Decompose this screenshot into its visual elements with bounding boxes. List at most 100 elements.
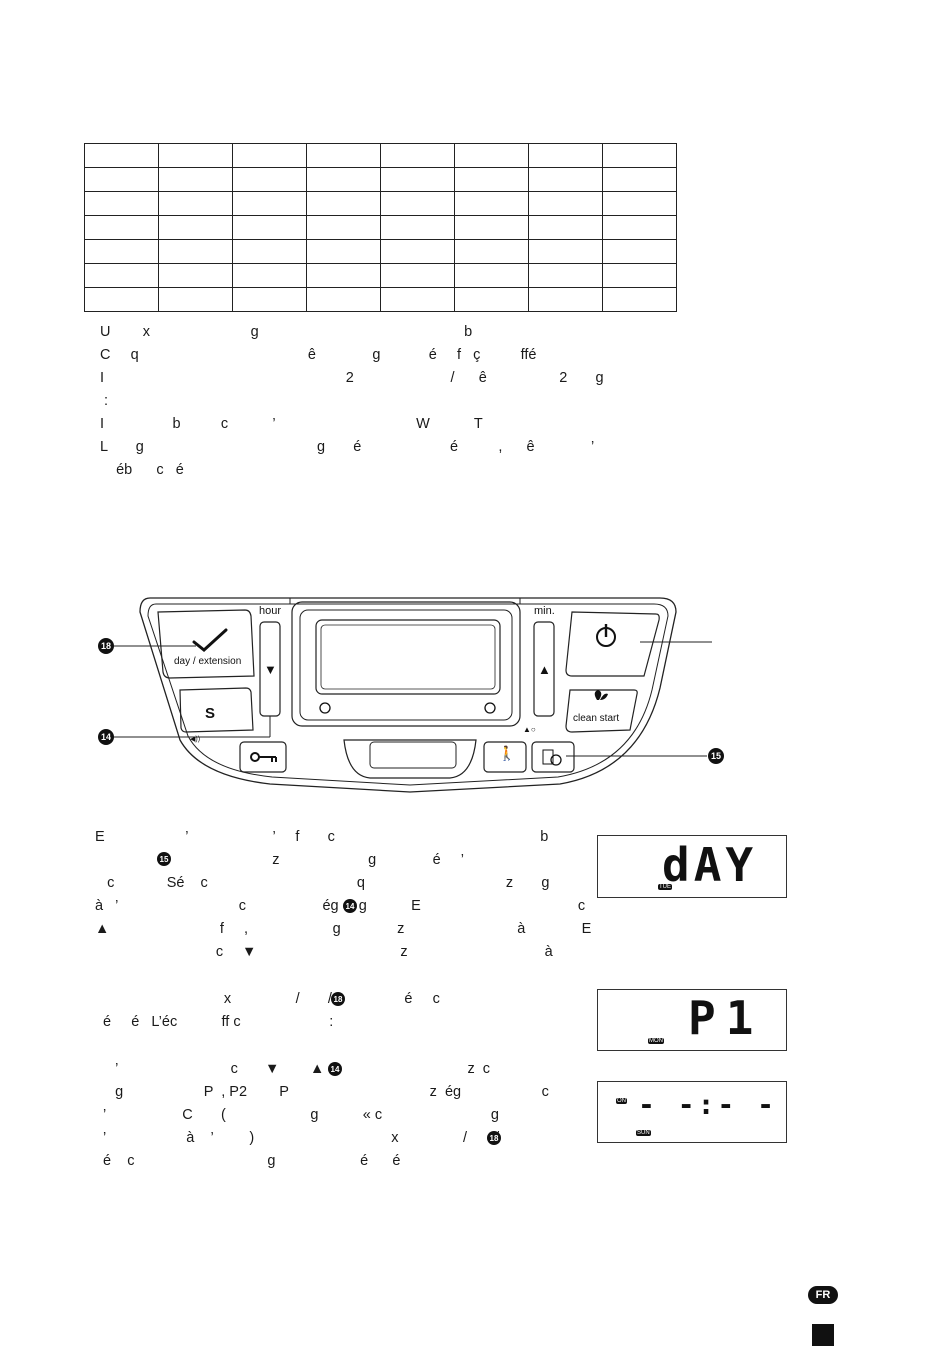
table-cell	[84, 287, 159, 312]
table-cell	[306, 143, 381, 168]
lcd-program-tag: MON	[648, 1038, 664, 1044]
section-4-line: é c g é é	[95, 1153, 401, 1169]
table-cell	[454, 287, 529, 312]
table-cell	[232, 167, 307, 192]
inline-badge-15: 15	[157, 852, 171, 866]
lcd-time-text: - -:- -	[638, 1088, 778, 1121]
lcd-display-time: - -:- - ON SUN	[597, 1081, 787, 1143]
lcd-day-tag: TUE	[658, 884, 672, 890]
table-row	[84, 215, 677, 240]
intro-line: I 2 / ê 2 g	[100, 370, 604, 386]
table-cell	[306, 215, 381, 240]
table-cell	[232, 191, 307, 216]
section-4-line: ’ à ’ ) x / /	[95, 1130, 500, 1146]
table-cell	[454, 143, 529, 168]
table-cell	[602, 263, 677, 288]
table-cell	[380, 191, 455, 216]
clean-start-label: clean start	[573, 713, 620, 724]
lcd-sun-tag: SUN	[636, 1130, 651, 1136]
table-cell	[232, 287, 307, 312]
language-badge: FR	[808, 1286, 838, 1304]
table-cell	[84, 143, 159, 168]
inline-badge-14: 14	[328, 1062, 342, 1076]
table-cell	[454, 191, 529, 216]
lcd-display-program: P1 MON	[597, 989, 787, 1051]
intro-line: L g g é é , ê ’	[100, 439, 595, 455]
table-cell	[380, 239, 455, 264]
section-2-line: f , g z à E	[95, 921, 592, 937]
table-cell	[380, 287, 455, 312]
table-cell	[528, 191, 603, 216]
control-panel-illustration: S hour min. day / extension clean start …	[0, 580, 950, 810]
table-row	[84, 167, 677, 192]
table-cell	[380, 215, 455, 240]
hour-label: hour	[259, 605, 282, 617]
section-4-line: ’ C ( g « c g	[95, 1107, 499, 1123]
table-row	[84, 191, 677, 216]
table-cell	[380, 143, 455, 168]
program-table	[84, 143, 677, 312]
section-4-line: g P , P2 P z ég c	[95, 1084, 549, 1100]
table-cell	[158, 143, 233, 168]
table-cell	[528, 263, 603, 288]
table-cell	[232, 215, 307, 240]
table-cell	[602, 215, 677, 240]
inline-badge-18: 18	[331, 992, 345, 1006]
table-cell	[602, 287, 677, 312]
table-cell	[84, 263, 159, 288]
sound-icon: ◀))	[190, 736, 201, 743]
page-marker	[812, 1324, 834, 1346]
table-cell	[306, 239, 381, 264]
table-cell	[84, 167, 159, 192]
table-cell	[528, 167, 603, 192]
intro-line: I b c ’ W T	[100, 416, 483, 432]
lcd-day-text: dAY	[662, 838, 758, 892]
table-cell	[158, 215, 233, 240]
inline-arrow-up: ▲	[310, 1061, 325, 1077]
inline-arrow-down: ▼	[242, 944, 257, 960]
table-row	[84, 263, 677, 288]
table-cell	[306, 167, 381, 192]
section-2-line: c z à	[95, 944, 553, 960]
table-cell	[528, 287, 603, 312]
panel-outline: S	[114, 597, 712, 793]
callout-14-badge: 14	[98, 729, 114, 745]
inline-arrow-down: ▼	[265, 1061, 280, 1077]
table-cell	[454, 263, 529, 288]
min-label: min.	[534, 605, 555, 617]
section-2-line: à ’ c ég g E c	[95, 898, 586, 914]
table-row	[84, 143, 677, 168]
table-cell	[380, 167, 455, 192]
lcd-display-day: dAY TUE	[597, 835, 787, 898]
table-cell	[158, 287, 233, 312]
day-extension-label: day / extension	[174, 656, 242, 667]
lcd-program-text: P1	[688, 991, 764, 1045]
hour-down-arrow-icon: ▼	[264, 662, 277, 677]
intro-line: éb c é	[100, 462, 184, 478]
table-cell	[84, 191, 159, 216]
table-cell	[380, 263, 455, 288]
table-cell	[232, 263, 307, 288]
section-3-line: é é L’éc ff c :	[95, 1014, 334, 1030]
table-cell	[602, 143, 677, 168]
section-3-line: x / / é c	[95, 991, 440, 1007]
table-cell	[232, 143, 307, 168]
table-cell	[454, 239, 529, 264]
table-cell	[528, 143, 603, 168]
table-cell	[454, 167, 529, 192]
table-row	[84, 239, 677, 264]
min-sub-mark: ▲○	[523, 725, 536, 734]
svg-text:S: S	[205, 705, 215, 722]
inline-badge-18: 18	[487, 1131, 501, 1145]
table-cell	[158, 191, 233, 216]
table-cell	[528, 239, 603, 264]
table-cell	[84, 239, 159, 264]
table-cell	[158, 263, 233, 288]
callout-15-badge: 15	[708, 748, 724, 764]
lcd-on-tag: ON	[616, 1098, 627, 1104]
section-2-line: E ’ ’ f c b	[95, 829, 549, 845]
table-cell	[454, 215, 529, 240]
table-cell	[528, 215, 603, 240]
table-row	[84, 287, 677, 312]
table-cell	[306, 263, 381, 288]
